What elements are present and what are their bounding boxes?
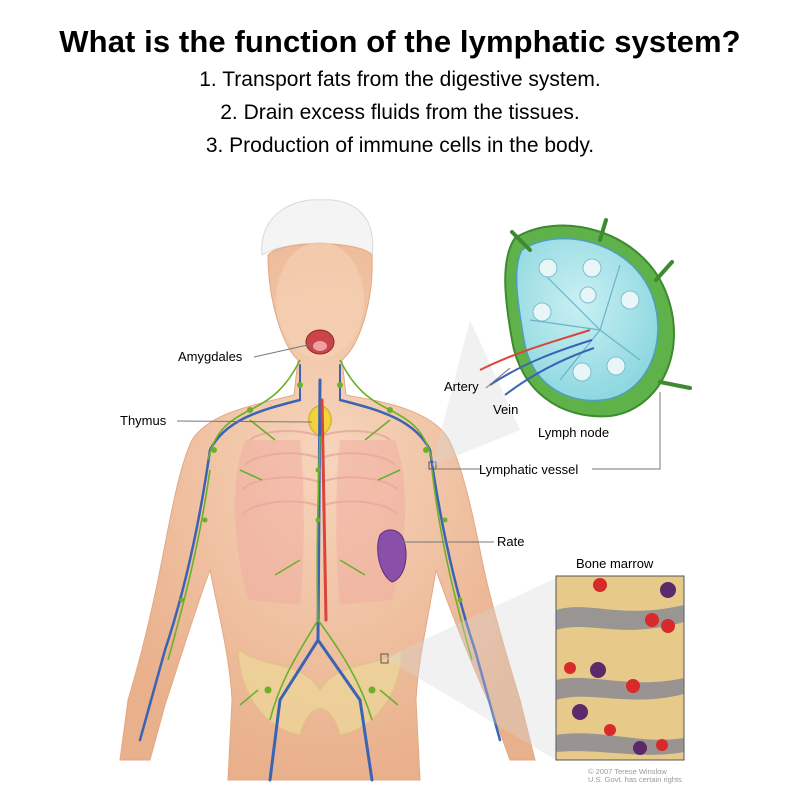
label-bone-marrow: Bone marrow <box>576 556 654 571</box>
label-lymphatic-vessel: Lymphatic vessel <box>479 462 579 477</box>
credit-line-1: © 2007 Terese Winslow <box>588 767 667 776</box>
label-vein: Vein <box>493 402 519 417</box>
label-rate: Rate <box>497 534 525 549</box>
lymph-node-inset <box>479 218 692 418</box>
credit-line-2: U.S. Govt. has certain rights <box>588 775 682 784</box>
lymph-node-zoom-cone <box>432 320 520 466</box>
lymph-node-dots <box>179 382 463 694</box>
bone-marrow-zoom-cone <box>385 578 556 760</box>
rib-cage <box>241 430 399 516</box>
bone-marrow-inset <box>555 575 685 761</box>
human-body <box>119 199 536 781</box>
leader-lines <box>176 343 661 543</box>
torso-silhouette <box>119 243 536 781</box>
label-lymph-node: Lymph node <box>538 425 610 440</box>
label-artery: Artery <box>444 379 479 394</box>
label-amygdales: Amygdales <box>178 349 243 364</box>
function-item-1: 1. Transport fats from the digestive sys… <box>199 68 601 91</box>
image-credit: © 2007 Terese Winslow U.S. Govt. has cer… <box>588 768 682 784</box>
label-thymus: Thymus <box>120 413 167 428</box>
function-item-2: 2. Drain excess fluids from the tissues. <box>220 101 580 124</box>
function-item-3: 3. Production of immune cells in the bod… <box>205 134 595 157</box>
page-title: What is the function of the lymphatic sy… <box>59 24 741 59</box>
spleen-organ <box>377 529 407 583</box>
